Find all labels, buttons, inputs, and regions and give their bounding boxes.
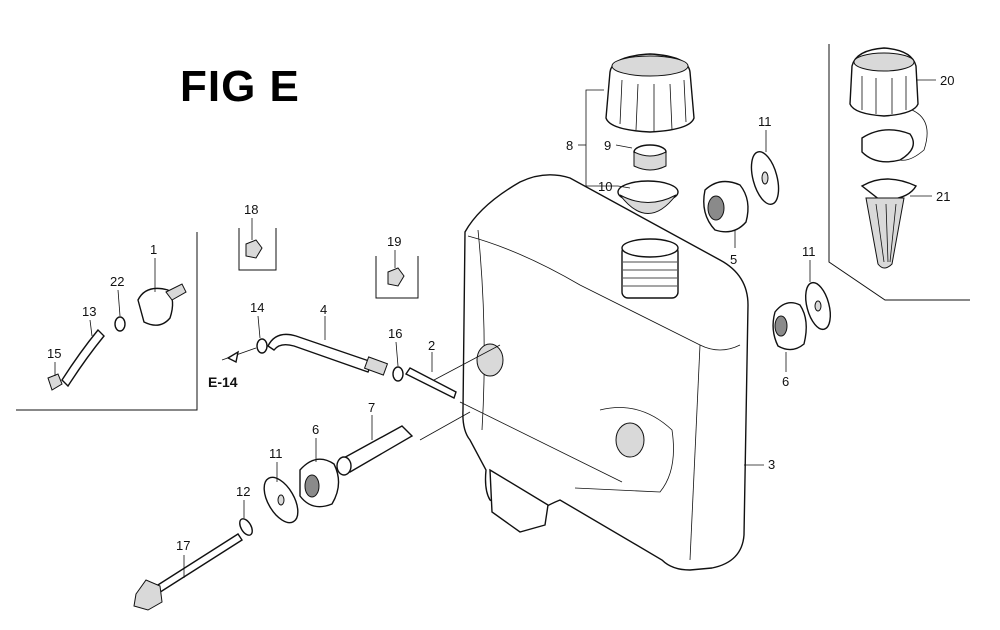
fuel-valve-1 — [137, 287, 174, 326]
mount-rubber-6-right — [772, 302, 807, 351]
tank-mount-hole-lower — [615, 422, 645, 458]
callout-13: 13 — [82, 304, 96, 319]
strainer-21-mesh — [875, 203, 897, 263]
callout-7: 7 — [368, 400, 375, 415]
callout-22: 22 — [110, 274, 124, 289]
washer-11-front-hole — [277, 494, 285, 506]
callouts: 1 2 3 4 5 6 6 7 8 9 10 11 11 11 12 13 14… — [47, 73, 954, 553]
callout-12: 12 — [236, 484, 250, 499]
callout-14: 14 — [250, 300, 264, 315]
fuel-valve-section-frame — [16, 232, 198, 411]
figure-title: FIG E — [180, 62, 300, 111]
bolt-2 — [404, 367, 457, 399]
tank-front-edge — [689, 344, 701, 561]
fuel-cap-20-ribs — [861, 76, 907, 114]
fuel-valve-1-lever — [165, 283, 187, 301]
tank-side-edge — [477, 229, 485, 431]
tank-top-edge — [467, 235, 741, 351]
section-frames — [16, 44, 970, 411]
callout-20: 20 — [940, 73, 954, 88]
fuel-strainer — [619, 194, 677, 214]
callout-4: 4 — [320, 302, 327, 317]
part-19-frame — [375, 256, 419, 299]
bolt-17-shank — [149, 533, 243, 597]
mount-rubber-5-hole — [707, 195, 725, 221]
fuel-tube-4 — [267, 333, 373, 373]
callout-6-front: 6 — [312, 422, 319, 437]
washer-11-right-hole — [814, 300, 822, 312]
callout-2: 2 — [428, 338, 435, 353]
fuel-tube-13 — [61, 328, 105, 388]
reference-label: E-14 — [208, 374, 238, 390]
callout-21: 21 — [936, 189, 950, 204]
fuel-tube-4-fitting — [363, 356, 389, 376]
callout-19: 19 — [387, 234, 401, 249]
callout-17: 17 — [176, 538, 190, 553]
fuel-cap-20-top — [853, 52, 915, 72]
callout-6-right: 6 — [782, 374, 789, 389]
cap-assembly-bracket — [585, 89, 618, 187]
leader-lines — [54, 79, 936, 578]
clip-16 — [392, 366, 404, 382]
fuel-valve-assembly — [47, 283, 187, 391]
tank-filler-opening — [621, 238, 679, 258]
fuel-cap-20-seal — [861, 129, 914, 163]
upper-mount-hardware — [245, 239, 457, 399]
callout-16: 16 — [388, 326, 402, 341]
mount-rubber-6-right-hole — [774, 315, 788, 337]
fuel-tank — [462, 174, 749, 571]
callout-15: 15 — [47, 346, 61, 361]
nut-18 — [245, 239, 263, 259]
reference-arrow — [226, 350, 239, 364]
tank-mount-hole-upper — [476, 343, 504, 377]
washer-11-top-hole — [761, 171, 769, 185]
callout-3: 3 — [768, 457, 775, 472]
strainer-21-body — [865, 197, 905, 269]
callout-10: 10 — [598, 179, 612, 194]
nut-19 — [387, 267, 405, 287]
bolt-17-head — [133, 579, 163, 611]
right-side-hardware — [703, 151, 832, 351]
clip-15 — [47, 373, 63, 391]
strainer-21-collar — [860, 178, 917, 201]
cap-option-section-frame — [828, 44, 970, 301]
callout-11-right: 11 — [802, 244, 816, 259]
callout-9: 9 — [604, 138, 611, 153]
tank-recess-edge — [574, 407, 674, 493]
callout-8: 8 — [566, 138, 573, 153]
cap-packing — [633, 151, 667, 171]
clip-22 — [114, 316, 126, 332]
callout-11-front: 11 — [269, 446, 283, 461]
optional-cap-assembly — [849, 47, 928, 269]
part-18-frame — [238, 228, 277, 271]
callout-11-top: 11 — [758, 114, 772, 129]
callout-18: 18 — [244, 202, 258, 217]
callout-5: 5 — [730, 252, 737, 267]
collar-7-end — [336, 456, 352, 476]
fuel-cap-assembly — [585, 53, 695, 214]
tank-mount-foot — [489, 468, 549, 533]
fuel-cap-grip-ribs — [619, 79, 687, 132]
callout-1: 1 — [150, 242, 157, 257]
fuel-cap-20-tether — [899, 109, 928, 161]
fuel-cap-top — [611, 55, 689, 77]
filler-neck-threads — [623, 261, 677, 287]
front-mount-hardware — [133, 425, 414, 611]
clip-14 — [256, 338, 268, 354]
mount-rubber-6-front-hole — [304, 474, 320, 498]
collar-12 — [239, 518, 253, 536]
